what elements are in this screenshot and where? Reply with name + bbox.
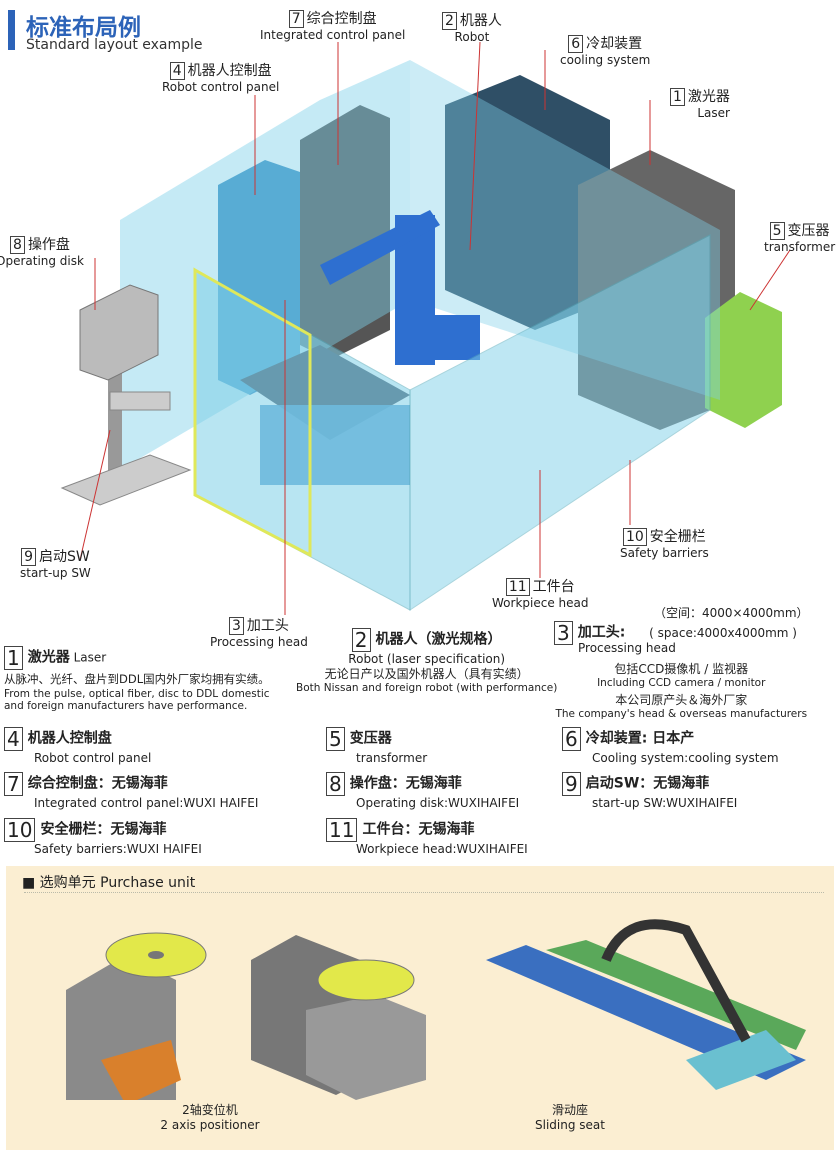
positioner-2 xyxy=(251,935,426,1100)
page-subtitle: Standard layout example xyxy=(26,37,203,53)
title-accent-bar xyxy=(8,10,15,50)
transformer-box xyxy=(705,292,782,428)
fence-door xyxy=(193,267,312,558)
purchase-illustrations xyxy=(66,919,806,1100)
integrated-control-panel-cabinet xyxy=(300,105,390,360)
positioner-1 xyxy=(66,932,207,1100)
start-up-sw xyxy=(109,391,171,411)
purchase-unit-title: ■ 选购单元 Purchase unit xyxy=(22,875,196,891)
fence-front-right xyxy=(409,234,711,611)
cooling-system-cabinet xyxy=(445,75,610,330)
operating-disk xyxy=(79,284,159,381)
page-title: 标准布局例 xyxy=(26,15,141,41)
leader-lines xyxy=(79,41,791,615)
layout-illustration xyxy=(60,41,791,615)
divider xyxy=(24,892,824,893)
sliding-seat xyxy=(486,919,806,1090)
